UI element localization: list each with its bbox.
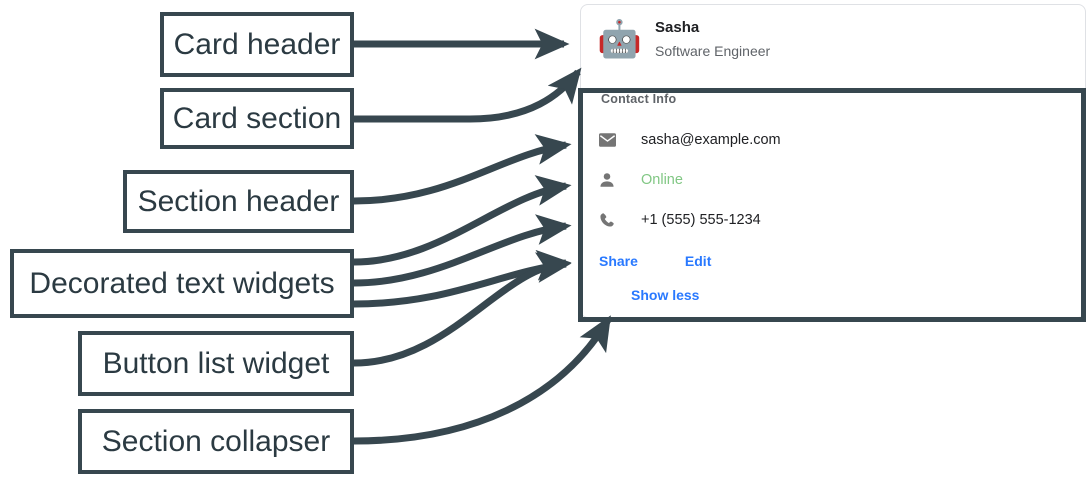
decorated-text-row-status: Online bbox=[599, 160, 1069, 200]
callout-card-section-label: Card section bbox=[172, 101, 342, 135]
section-header: Contact Info bbox=[601, 91, 677, 106]
callout-section-header: Section header bbox=[123, 170, 354, 233]
row-text-email: sasha@example.com bbox=[641, 131, 781, 148]
callout-decorated-text-widgets-label: Decorated text widgets bbox=[29, 266, 335, 300]
arrow-decorated-text-3 bbox=[353, 252, 572, 308]
arrow-decorated-text-1 bbox=[353, 175, 572, 266]
robot-avatar-icon: 🤖 bbox=[597, 18, 642, 60]
callout-button-list-widget: Button list widget bbox=[78, 331, 354, 396]
edit-button[interactable]: Edit bbox=[684, 252, 712, 269]
card-title: Sasha bbox=[655, 19, 700, 36]
card-header: 🤖 Sasha Software Engineer bbox=[581, 5, 1085, 76]
decorated-text-row-email: sasha@example.com bbox=[599, 120, 1069, 160]
callout-section-collapser: Section collapser bbox=[78, 409, 354, 474]
callout-section-header-label: Section header bbox=[137, 184, 340, 218]
callout-button-list-widget-label: Button list widget bbox=[102, 346, 330, 380]
arrow-section-collapser bbox=[353, 315, 612, 445]
callout-card-header: Card header bbox=[160, 12, 354, 77]
card-section: Contact Info sasha@example.com bbox=[581, 76, 1085, 317]
share-button[interactable]: Share bbox=[599, 252, 638, 269]
row-text-status: Online bbox=[641, 171, 683, 188]
arrow-card-section bbox=[354, 67, 582, 123]
envelope-icon bbox=[599, 132, 621, 147]
callout-card-header-label: Card header bbox=[173, 27, 341, 61]
card-header-text: Sasha Software Engineer bbox=[655, 17, 770, 62]
card-subtitle: Software Engineer bbox=[655, 42, 771, 59]
phone-icon bbox=[599, 212, 621, 228]
section-collapser: Show less bbox=[631, 287, 1069, 305]
show-less-button[interactable]: Show less bbox=[631, 286, 700, 303]
callout-decorated-text-widgets: Decorated text widgets bbox=[10, 249, 354, 318]
callout-card-section: Card section bbox=[160, 88, 354, 149]
arrow-section-header bbox=[353, 134, 572, 205]
person-icon bbox=[599, 172, 621, 188]
profile-card: 🤖 Sasha Software Engineer Contact Info s… bbox=[580, 4, 1086, 318]
arrow-decorated-text-2 bbox=[353, 214, 572, 287]
arrow-button-list bbox=[353, 249, 572, 367]
callout-section-collapser-label: Section collapser bbox=[101, 424, 331, 458]
button-list-widget: Share Edit bbox=[599, 254, 1069, 268]
row-text-phone: +1 (555) 555-1234 bbox=[641, 211, 761, 228]
decorated-text-row-phone: +1 (555) 555-1234 bbox=[599, 200, 1069, 240]
